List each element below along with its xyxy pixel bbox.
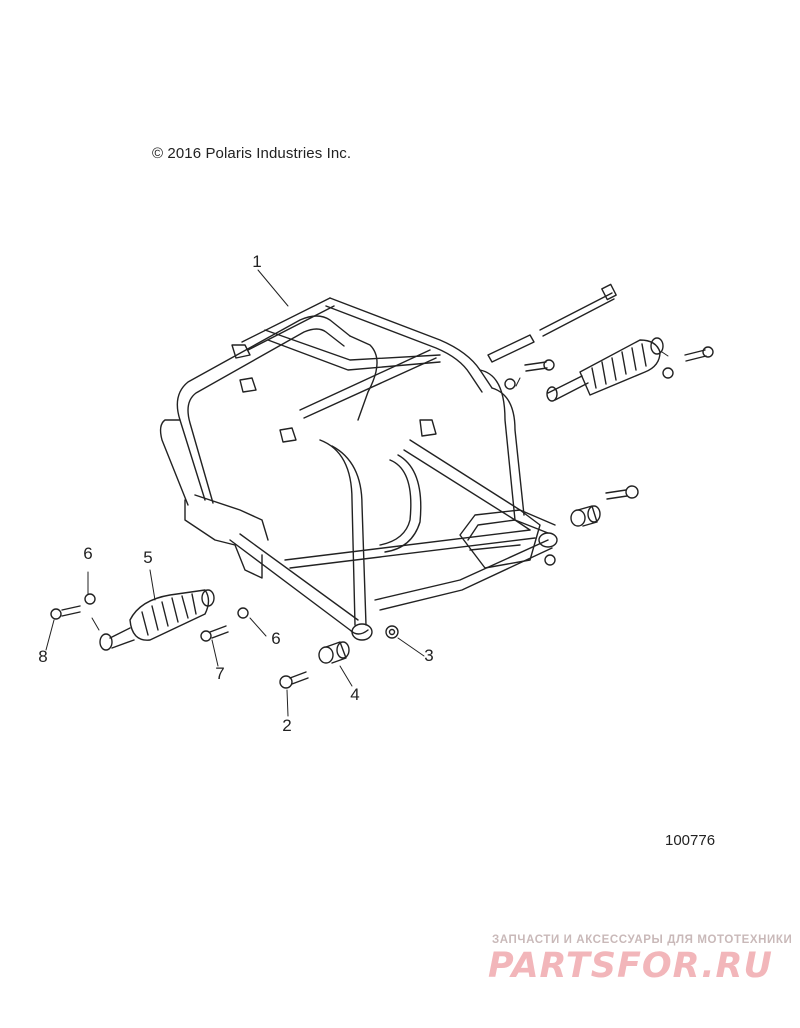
callout-6-lower: 6 <box>271 629 281 648</box>
callout-leaders <box>45 269 669 717</box>
front-left-shock-hardware <box>50 589 399 689</box>
callout-7: 7 <box>215 664 225 683</box>
callout-4: 4 <box>350 685 360 704</box>
callout-6-upper: 6 <box>83 544 93 563</box>
watermark-logo: PARTSFOR.RU <box>488 946 773 986</box>
callout-5: 5 <box>143 548 153 567</box>
callout-8: 8 <box>38 647 48 666</box>
copyright-notice: © 2016 Polaris Industries Inc. <box>152 145 352 162</box>
callout-1: 1 <box>252 252 262 271</box>
rear-right-shock-hardware <box>487 283 714 566</box>
frame-assembly <box>159 297 558 641</box>
diagram-reference-number: 100776 <box>665 832 716 849</box>
callout-3: 3 <box>424 646 434 665</box>
watermark-tagline: ЗАПЧАСТИ И АКСЕССУАРЫ ДЛЯ МОТОТЕХНИКИ <box>492 934 793 946</box>
callout-2: 2 <box>282 716 292 735</box>
